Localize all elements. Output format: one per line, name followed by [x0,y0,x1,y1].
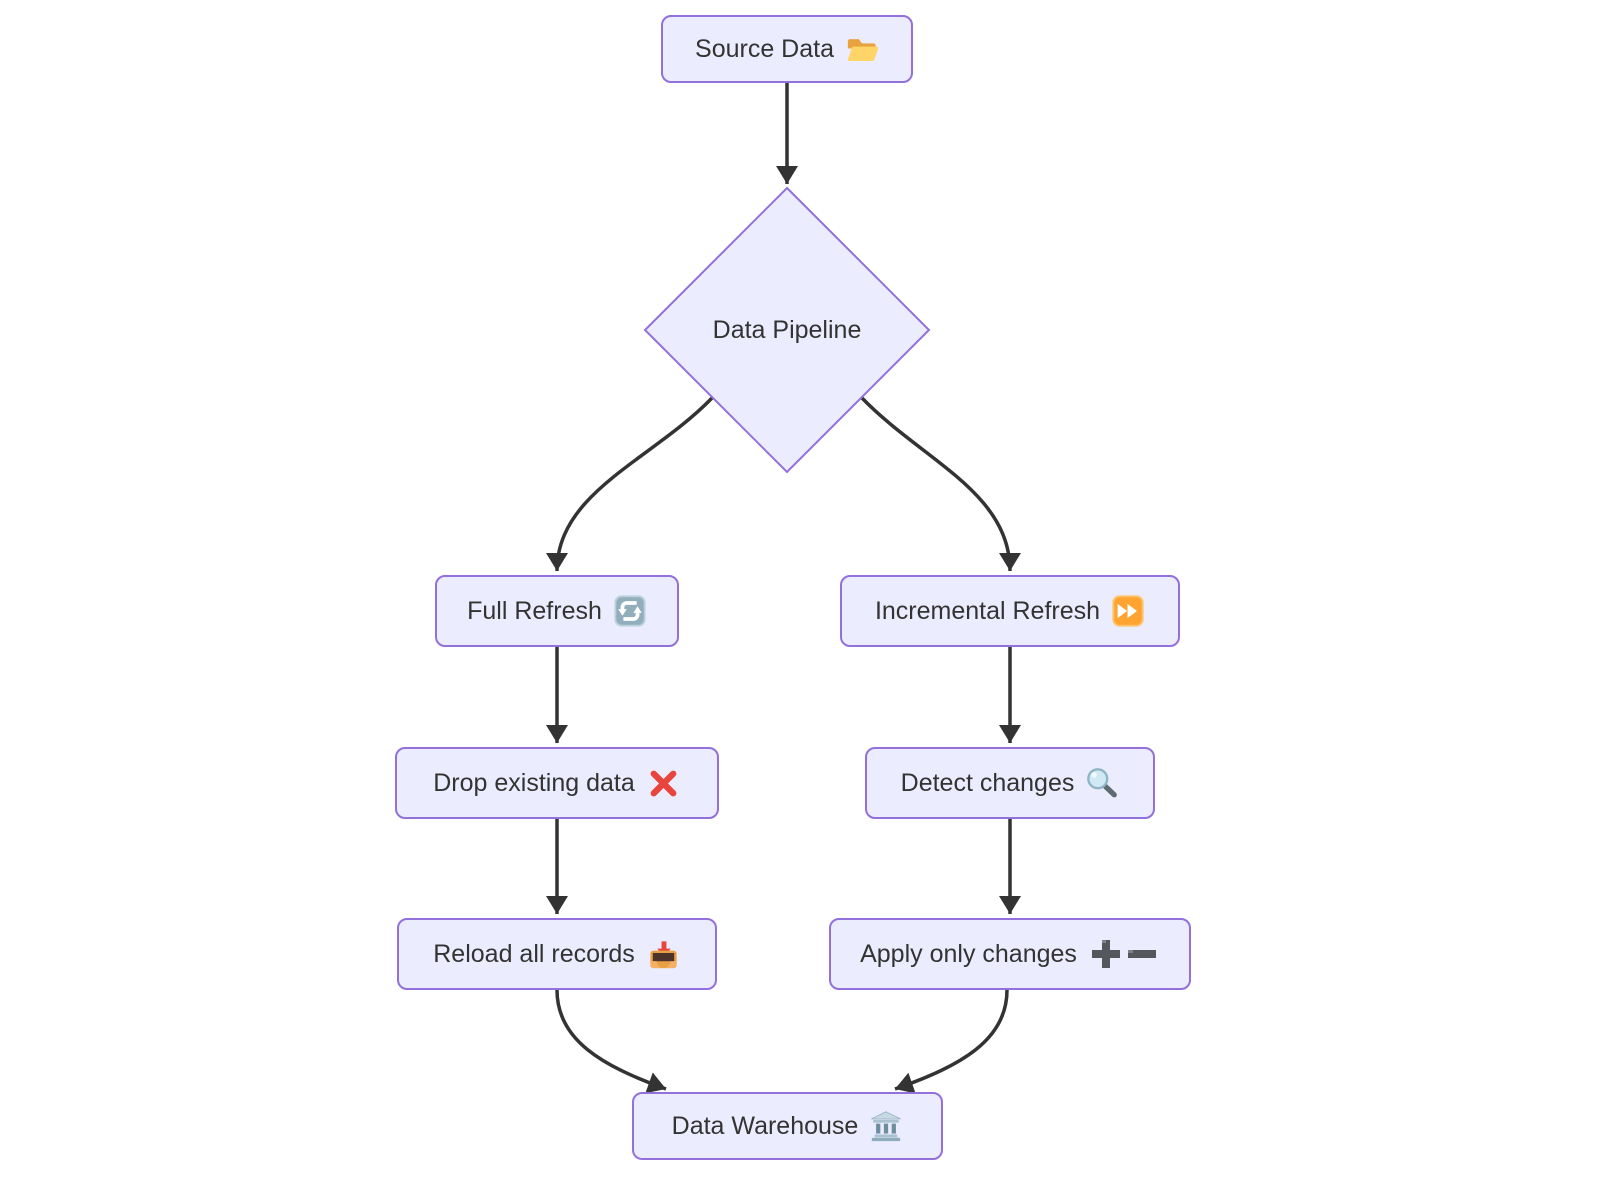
node-label: Incremental Refresh [874,596,1101,625]
node-reload-all-records: Reload all records [397,918,717,990]
node-label: Detect changes [900,768,1075,797]
node-label: Source Data [695,34,834,63]
edge-reload-to-warehouse [555,989,667,1094]
classical-building-icon [871,1111,902,1142]
node-label: Drop existing data [433,768,635,797]
plus-minus-icon [1091,940,1156,968]
edge-apply-to-warehouse [894,989,1009,1094]
node-apply-only-changes: Apply only changes [829,918,1191,990]
edge-pipeline-to-full-refresh [546,396,714,572]
inbox-tray-icon [650,940,677,968]
fast-forward-icon [1112,595,1144,627]
node-detect-changes: Detect changes [865,747,1155,819]
counterclockwise-arrows-icon [614,595,646,627]
node-data-warehouse: Data Warehouse [632,1092,943,1160]
node-data-pipeline: Data Pipeline [637,310,937,350]
node-label: Data Pipeline [712,315,862,344]
magnifying-glass-icon [1087,768,1118,798]
cross-mark-icon [650,770,677,796]
node-label: Reload all records [433,939,635,968]
node-label: Full Refresh [467,596,602,625]
node-full-refresh: Full Refresh [435,575,679,647]
node-incremental-refresh: Incremental Refresh [840,575,1180,647]
open-folder-icon [847,38,879,61]
node-source-data: Source Data [661,15,913,83]
node-drop-existing-data: Drop existing data [395,747,719,819]
decision-diamond-shape [643,186,931,474]
node-label: Apply only changes [860,939,1077,968]
node-label: Data Warehouse [671,1111,859,1140]
edge-pipeline-to-incremental-refresh [860,396,1021,572]
